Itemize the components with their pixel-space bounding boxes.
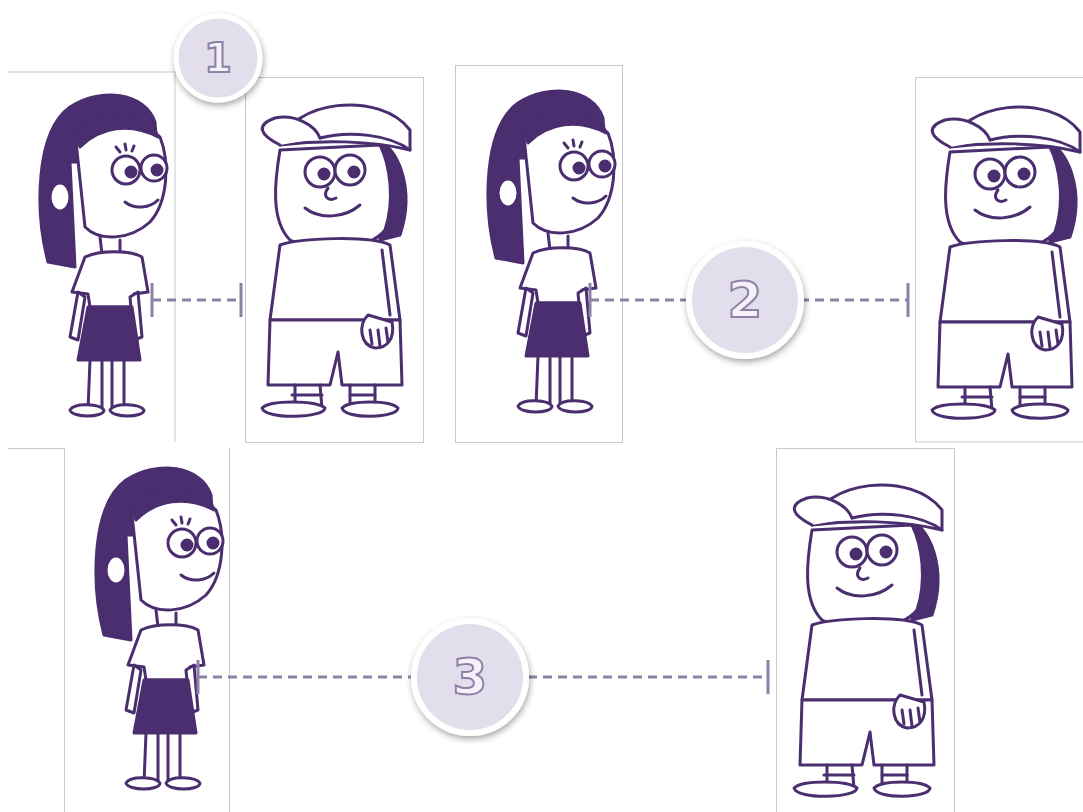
girl-figure — [40, 95, 167, 416]
callout-badges — [176, 16, 801, 733]
boy-figure — [262, 105, 410, 416]
callout-number: 3 — [420, 647, 520, 707]
girl-figure — [488, 91, 615, 412]
frames — [8, 66, 1083, 812]
distance-lines — [152, 283, 908, 694]
callout-number: 1 — [168, 28, 268, 88]
girl-figure — [96, 468, 223, 789]
callout-number: 2 — [695, 270, 795, 330]
boy-figure — [794, 485, 942, 796]
boy-figure — [932, 107, 1080, 418]
